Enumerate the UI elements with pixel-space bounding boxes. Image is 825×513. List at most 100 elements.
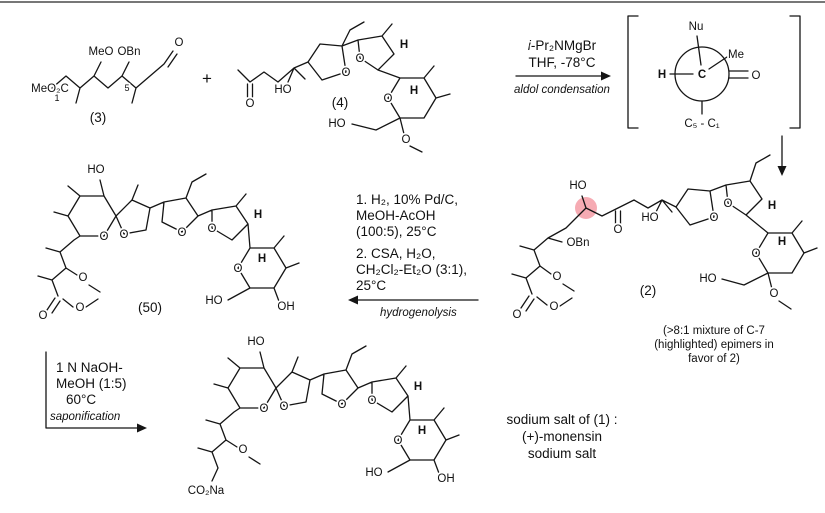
compound-3-skeleton: [51, 50, 178, 104]
c4-ring-a-oxygen-label: O: [342, 67, 351, 79]
c4-carbinol-hydroxyl-label: HO: [274, 84, 291, 96]
newman-h-label: H: [658, 69, 666, 81]
product-caption-line-1: sodium salt of (1) :: [506, 412, 617, 427]
plus-sign: +: [202, 69, 212, 88]
product-caption-line-3: sodium salt: [528, 446, 597, 461]
c3-methoxy-label: MeO: [89, 46, 114, 58]
product-ring-c-oxygen: O: [338, 399, 347, 411]
compound-2-skeleton: [511, 154, 818, 312]
c2-ketone-oxygen: O: [614, 224, 623, 236]
compound-4: O HO O O H H O HO O (4): [237, 21, 451, 153]
c2-ring-b-oxygen: O: [724, 198, 733, 210]
aldol-arrowhead: [601, 71, 611, 81]
c2-anomeric-methoxy-oxygen: O: [770, 288, 779, 300]
hydrogenolysis-arrow: 1. H₂, 10% Pd/C, MeOH-AcOH (100:5), 25°C…: [348, 190, 479, 321]
c50-ring-b-oxygen: O: [120, 229, 129, 241]
c4-methoxy-oxygen-label: O: [402, 134, 411, 146]
c4-compound-id: (4): [332, 95, 349, 110]
compound-50-skeleton: [37, 173, 300, 314]
compound-4-skeleton: [237, 21, 451, 153]
hydrogenolysis-step2-line3: 25°C: [356, 278, 386, 293]
aldol-reagent: i-Pr₂NMgBr: [528, 38, 597, 53]
down-arrowhead: [777, 166, 787, 176]
c2-carbinol-hydroxyl-label: HO: [641, 212, 658, 224]
c2-methoxy-oxygen: O: [553, 271, 562, 283]
c50-ester-oxygen: O: [76, 302, 85, 314]
c2-benzyloxy-label: OBn: [566, 237, 589, 249]
c50-ring-c-oxygen: O: [178, 227, 187, 239]
c2-ester-carbonyl-oxygen: O: [513, 309, 522, 321]
c3-carbon1-number: 1: [54, 93, 59, 103]
aldol-solvent: THF, -78°C: [529, 55, 596, 70]
product-hydroxymethyl-label: HO: [365, 467, 382, 479]
c50-hydroxymethyl-label: HO: [205, 295, 222, 307]
product-pyran-oxygen: O: [394, 435, 403, 447]
product-hydroxyl-top-label: HO: [247, 336, 264, 348]
c50-methoxy-oxygen: O: [79, 272, 88, 284]
product-caption-line-2: (+)-monensin: [522, 429, 602, 444]
product-carboxylate-label: CO₂Na: [188, 485, 225, 497]
hydrogenolysis-step1-line2: MeOH-AcOH: [356, 208, 436, 223]
product-caption: sodium salt of (1) : (+)-monensin sodium…: [505, 410, 620, 463]
c2-hydroxymethyl-label: HO: [699, 273, 716, 285]
product-monensin-sodium-salt: HO O O O O H H O O HO OH CO₂Na: [186, 334, 460, 499]
hydrogenolysis-step2-line1: 2. CSA, H₂O,: [356, 246, 436, 261]
c50-ring-d-oxygen: O: [208, 223, 217, 235]
c3-compound-id: (3): [90, 110, 107, 125]
saponification-caption: saponification: [50, 411, 120, 423]
hydrogenolysis-step2-line2: CH₂Cl₂-Et₂O (3:1),: [356, 262, 467, 277]
c2-stereo-h-2: H: [778, 236, 786, 248]
hydrogenolysis-arrowhead: [348, 295, 358, 305]
newman-model: Nu H C Me O C₅ - C₁: [627, 15, 801, 132]
product-ring-d-oxygen: O: [368, 395, 377, 407]
product-stereo-h-2: H: [418, 425, 426, 437]
epimer-note-line-2: (highlighted) epimers in: [654, 339, 774, 351]
saponification-line-2: MeOH (1:5): [56, 376, 127, 391]
c2-ring-a-oxygen: O: [710, 212, 719, 224]
compound-2: O O O OBn HO O HO O O H O H HO O (2): [511, 154, 818, 323]
epimer-note-line-3: favor of 2): [688, 353, 740, 365]
compound-3: MeO₂C 1 MeO OBn 5 O (3): [29, 35, 185, 127]
c50-stereo-h-1: H: [254, 209, 262, 221]
product-methoxy-oxygen: O: [239, 444, 248, 456]
c3-carbon5-number: 5: [124, 83, 129, 93]
newman-backbone-label: C₅ - C₁: [684, 118, 719, 130]
epimer-note: (>8:1 mixture of C-7 (highlighted) epime…: [652, 323, 775, 367]
arrow-down: [777, 135, 787, 176]
nucleophile-label: Nu: [689, 21, 704, 33]
c4-ketone-oxygen-label: O: [246, 98, 255, 110]
c4-hydroxymethyl-label: HO: [328, 118, 345, 130]
newman-c-label: C: [698, 69, 706, 81]
brackets: [627, 15, 801, 129]
compound-50: O O O HO O O O O H H O HO OH (50): [37, 162, 300, 324]
hydrogenolysis-caption: hydrogenolysis: [380, 307, 457, 319]
c2-ester-oxygen: O: [550, 301, 559, 313]
c2-pyran-oxygen: O: [752, 248, 761, 260]
newman-o-label: O: [752, 70, 761, 82]
hydrogenolysis-step1-line3: (100:5), 25°C: [356, 224, 437, 239]
newman-bonds: [669, 35, 749, 115]
product-skeleton: [197, 345, 460, 482]
c2-stereo-h-1: H: [768, 200, 776, 212]
c3-benzyloxy-label: OBn: [117, 46, 140, 58]
c3-ester-label: MeO₂C: [31, 83, 69, 95]
saponification-arrowhead: [137, 423, 147, 433]
c50-pyran-oxygen: O: [234, 263, 243, 275]
c4-pyran-oxygen-label: O: [384, 93, 393, 105]
aldol-arrow: i-Pr₂NMgBr THF, -78°C aldol condensation: [512, 36, 611, 98]
product-ring-b-oxygen: O: [280, 401, 289, 413]
c4-stereo-h-label-2: H: [410, 85, 418, 97]
c2-compound-id: (2): [640, 283, 657, 298]
product-ring-a-oxygen: O: [260, 403, 269, 415]
c50-ring-a-oxygen: O: [100, 231, 109, 243]
c3-aldehyde-oxygen-label: O: [175, 37, 184, 49]
newman-me-label: Me: [728, 49, 744, 61]
c50-compound-id: (50): [138, 300, 162, 315]
saponification-line-3: 60°C: [66, 392, 96, 407]
saponification-arrow: 1 N NaOH- MeOH (1:5) 60°C saponification: [45, 351, 147, 433]
c4-stereo-h-label-1: H: [400, 39, 408, 51]
saponification-line-1: 1 N NaOH-: [56, 360, 123, 375]
c50-lactol-hydroxyl-label: OH: [277, 301, 294, 313]
